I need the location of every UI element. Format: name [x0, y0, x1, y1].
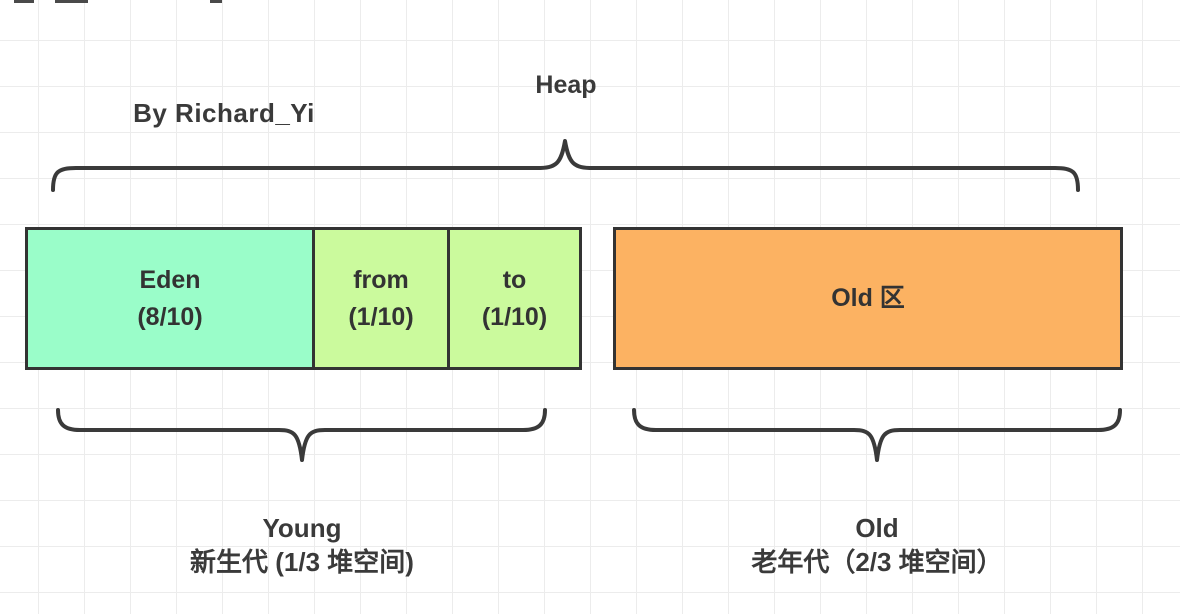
old-brace	[632, 408, 1122, 462]
eden-region-box: Eden (8/10)	[25, 227, 315, 370]
old-generation-name: Old	[855, 513, 899, 543]
from-survivor-box: from (1/10)	[312, 227, 450, 370]
old-region-name: Old 区	[831, 284, 905, 312]
from-survivor-name: from	[353, 265, 409, 294]
young-generation-description: 新生代 (1/3 堆空间)	[190, 547, 414, 577]
author-credit: By Richard_Yi	[133, 98, 315, 128]
to-survivor-name: to	[502, 265, 527, 294]
to-survivor-ratio: (1/10)	[481, 302, 548, 331]
young-brace	[56, 408, 547, 462]
from-survivor-ratio: (1/10)	[348, 302, 414, 331]
eden-region-name: Eden	[139, 265, 201, 294]
old-generation-label: Old 老年代（2/3 堆空间）	[727, 511, 1027, 579]
crop-artifact	[55, 0, 88, 3]
eden-region-ratio: (8/10)	[137, 302, 203, 331]
heap-brace	[51, 139, 1080, 192]
heap-title: Heap	[535, 71, 597, 99]
old-generation-description: 老年代（2/3 堆空间）	[751, 547, 1003, 577]
crop-artifact	[14, 0, 34, 3]
crop-artifact	[210, 0, 222, 3]
young-generation-label: Young 新生代 (1/3 堆空间)	[152, 511, 452, 579]
young-generation-name: Young	[262, 513, 342, 543]
to-survivor-box: to (1/10)	[447, 227, 582, 370]
old-region-box: Old 区	[613, 227, 1123, 370]
